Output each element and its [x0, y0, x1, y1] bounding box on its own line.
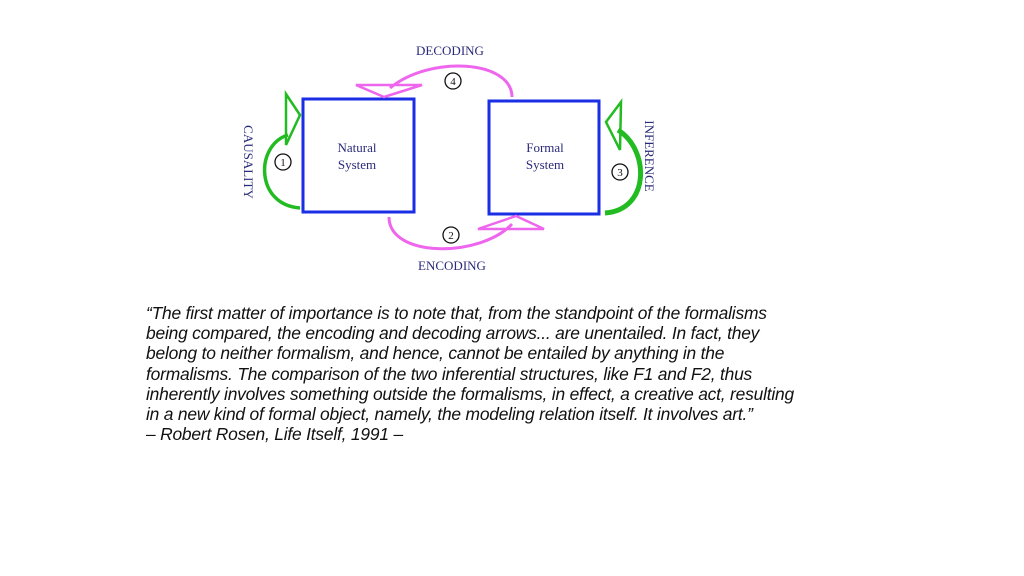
svg-text:Natural: Natural	[338, 140, 377, 155]
svg-text:System: System	[526, 157, 564, 172]
inference-arrowhead	[604, 98, 623, 151]
quote-line: belong to neither formalism, and hence, …	[146, 343, 725, 364]
svg-text:4: 4	[450, 76, 456, 88]
quote-line: in a new kind of formal object, namely, …	[146, 404, 753, 425]
step-1-badge: 1	[274, 153, 292, 171]
svg-text:2: 2	[448, 230, 454, 242]
svg-text:System: System	[338, 157, 376, 172]
formal-system-box	[487, 99, 601, 216]
causality-arrowhead	[284, 89, 302, 146]
encoding-arrow	[387, 216, 514, 251]
modeling-relation-diagram: Natural System Formal System 1 2 3 4 DEC…	[241, 43, 657, 273]
decoding-arrow	[389, 64, 514, 98]
step-4-badge: 4	[444, 72, 462, 90]
quote-line: “The first matter of importance is to no…	[146, 303, 767, 323]
step-2-badge: 2	[442, 226, 460, 244]
quote-line: being compared, the encoding and decodin…	[146, 323, 760, 344]
causality-label: CAUSALITY	[241, 125, 256, 199]
svg-text:3: 3	[617, 167, 623, 179]
encoding-arrowhead	[477, 214, 545, 231]
causality-arrow	[263, 133, 301, 210]
quote-line: inherently involves something outside th…	[146, 383, 794, 404]
natural-system-label-1: Natural	[338, 140, 377, 155]
decoding-arrowhead	[355, 83, 423, 99]
natural-system-label-2: System	[338, 157, 376, 172]
decoding-label: DECODING	[416, 43, 484, 58]
step-3-badge: 3	[611, 163, 629, 181]
formal-system-label-1: Formal	[526, 140, 564, 155]
natural-system-box	[301, 97, 416, 214]
svg-text:Formal: Formal	[526, 140, 564, 155]
quote-line: formalisms. The comparison of the two in…	[146, 363, 753, 384]
rosen-quote: “The first matter of importance is to no…	[146, 303, 906, 444]
svg-text:1: 1	[280, 157, 286, 169]
encoding-label: ENCODING	[418, 258, 486, 273]
inference-label: INFERENCE	[642, 120, 657, 192]
inference-arrow	[604, 127, 643, 216]
formal-system-label-2: System	[526, 157, 564, 172]
quote-attribution: – Robert Rosen, Life Itself, 1991 –	[146, 424, 403, 445]
